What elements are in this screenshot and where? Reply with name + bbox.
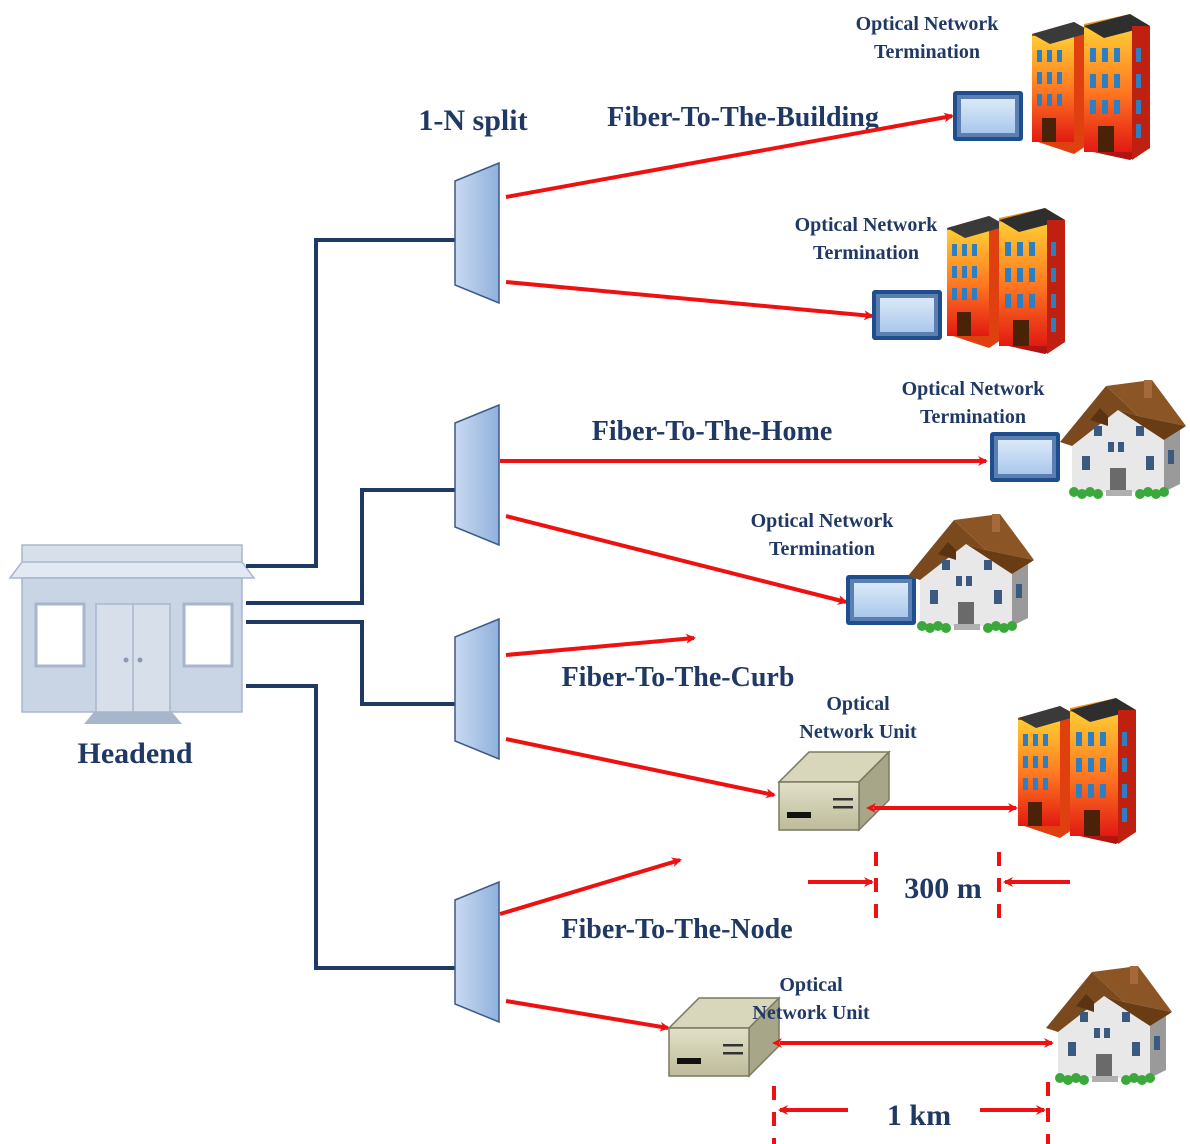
- feeder-line-curb: [246, 620, 455, 706]
- fiber-home-2: [505, 514, 848, 605]
- onu-label-1b: Network Unit: [799, 721, 917, 743]
- ftt-building-label: Fiber-To-The-Building: [607, 102, 879, 133]
- onu-label-2b: Network Unit: [752, 1002, 870, 1024]
- ont-label-4a: Optical Network: [751, 510, 895, 532]
- house-1: [1060, 380, 1186, 499]
- splitter-curb: [454, 618, 500, 760]
- onu-label-2a: Optical: [779, 974, 843, 996]
- apartment-building-1: [1032, 14, 1150, 160]
- splitter-home: [454, 404, 500, 546]
- apartment-building-3: [1018, 698, 1136, 844]
- fiber-building-2: [505, 280, 874, 321]
- ont-label-2a: Optical Network: [795, 214, 939, 236]
- splitter-building: [454, 162, 500, 304]
- ont-home-2: [846, 575, 916, 625]
- fiber-node-2: [505, 999, 670, 1032]
- house-3: [1046, 966, 1172, 1085]
- fiber-building-1: [505, 112, 954, 199]
- ont-label-1a: Optical Network: [856, 13, 1000, 35]
- node-distance: 1 km: [887, 1099, 951, 1132]
- feeder-line-node: [246, 684, 455, 970]
- ftt-home-label: Fiber-To-The-Home: [592, 416, 833, 447]
- fiber-node-1: [499, 857, 682, 916]
- onu-curb: [778, 751, 890, 831]
- feeder-line-building: [246, 238, 455, 568]
- ont-home-1: [990, 432, 1060, 482]
- fiber-curb-1: [505, 633, 696, 657]
- ont-building-1: [953, 91, 1023, 141]
- ont-label-4b: Termination: [769, 538, 875, 560]
- splitter-label: 1-N split: [418, 104, 527, 137]
- curb-distance: 300 m: [904, 872, 982, 905]
- fiber-curb-2: [505, 737, 776, 799]
- house-2: [908, 514, 1034, 633]
- headend-building: [8, 544, 256, 724]
- splitter-node: [454, 881, 500, 1023]
- onu-label-1a: Optical: [826, 693, 890, 715]
- ftt-node-label: Fiber-To-The-Node: [561, 914, 792, 945]
- ont-label-3a: Optical Network: [902, 378, 1046, 400]
- apartment-building-2: [947, 208, 1065, 354]
- headend-label: Headend: [77, 737, 192, 770]
- ont-building-2: [872, 290, 942, 340]
- ftt-curb-label: Fiber-To-The-Curb: [562, 662, 795, 693]
- ont-label-3b: Termination: [920, 406, 1026, 428]
- ont-label-2b: Termination: [813, 242, 919, 264]
- ont-label-1b: Termination: [874, 41, 980, 63]
- feeder-line-home: [246, 488, 455, 605]
